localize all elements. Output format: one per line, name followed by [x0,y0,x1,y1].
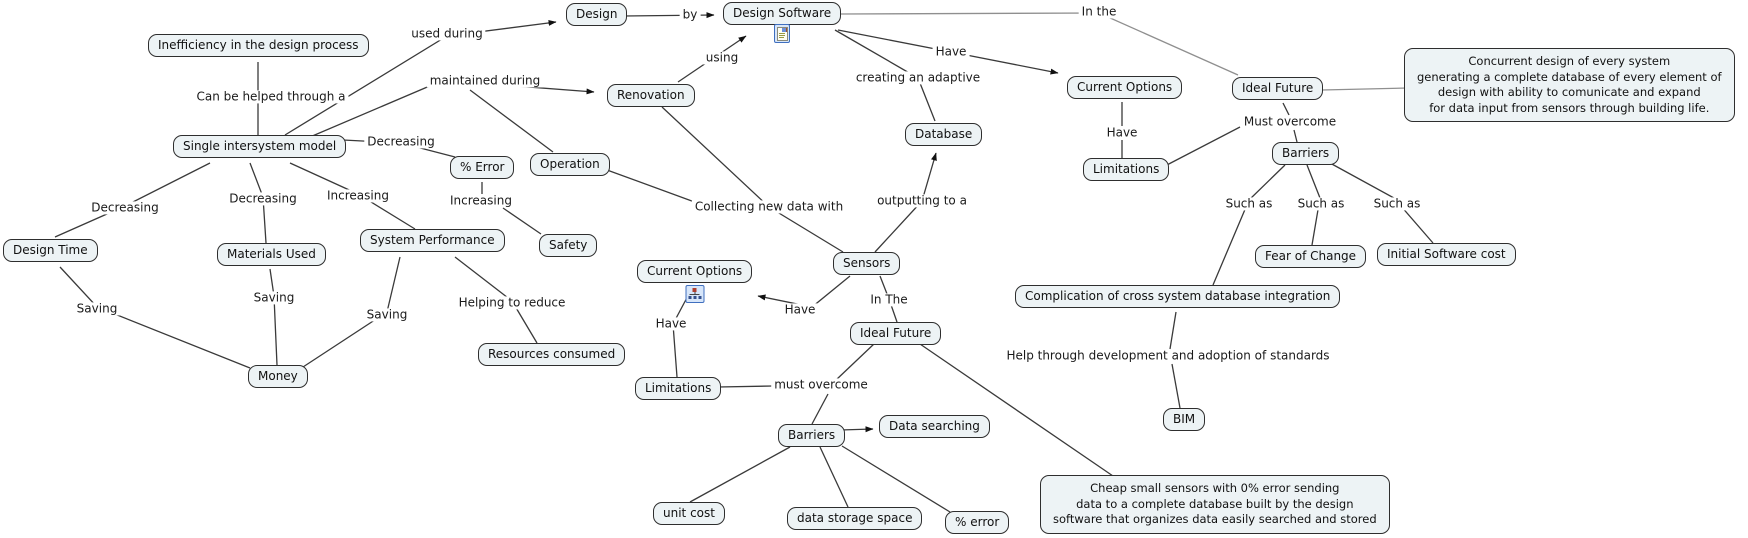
edge-label-such-as-3[interactable]: Such as [1370,197,1424,211]
node-ideal-future-mid[interactable]: Ideal Future [850,322,942,345]
edge-line [606,169,701,205]
edge-line [839,426,874,433]
edge-label-have-design-software[interactable]: Have [932,45,970,59]
node-data-searching[interactable]: Data searching [879,415,990,438]
edge-label-can-be-helped[interactable]: Can be helped through a [193,90,349,104]
node-cheap-sensors-note[interactable]: Cheap small sensors with 0% error sendin… [1040,475,1390,534]
edge-label-saving-mu[interactable]: Saving [250,291,298,305]
node-pct-error-top[interactable]: % Error [450,156,515,179]
edge-line [689,446,791,503]
resource-page-glyph [776,26,788,41]
edge-line [835,342,876,381]
edge-line [672,291,691,378]
node-operation[interactable]: Operation [530,153,610,176]
edge-label-increasing-err[interactable]: Increasing [447,194,515,208]
node-bim[interactable]: BIM [1163,408,1206,431]
edge-line [469,89,554,153]
edge-label-used-during[interactable]: used during [408,27,486,41]
node-materials-used[interactable]: Materials Used [217,243,326,266]
edge-label-in-the-mid[interactable]: In The [867,293,911,307]
node-pct-error-bottom[interactable]: % error [945,511,1010,534]
node-safety[interactable]: Safety [539,234,598,257]
edge-line [1171,363,1181,409]
edge-line [840,12,1239,76]
edge-line [841,445,951,513]
edge-label-maintained-during[interactable]: maintained during [426,74,544,88]
edge-line [502,207,542,235]
node-limitations-mid[interactable]: Limitations [635,377,722,400]
edge-label-outputting[interactable]: outputting to a [874,194,970,208]
edge-line [309,84,433,138]
edge-line [269,268,278,366]
node-design[interactable]: Design [566,3,628,26]
node-money[interactable]: Money [248,365,308,388]
edge-line [1162,126,1241,168]
node-current-options-mid-label: Current Options [647,264,743,278]
node-fear-of-change[interactable]: Fear of Change [1255,245,1367,268]
edge-label-creating-adaptive[interactable]: creating an adaptive [852,71,984,85]
edge-label-helping-reduce[interactable]: Helping to reduce [455,296,569,310]
node-unit-cost[interactable]: unit cost [653,502,725,525]
edge-label-help-standards[interactable]: Help through development and adoption of… [1003,349,1333,363]
edge-label-decreasing-left[interactable]: Decreasing [88,201,162,215]
edge-line [717,385,774,388]
edge-label-using[interactable]: using [702,51,742,65]
edge-line [59,266,251,369]
edge-line [1321,87,1409,91]
node-design-software-label: Design Software [733,6,832,20]
node-barriers-mid[interactable]: Barriers [778,424,846,447]
node-system-performance[interactable]: System Performance [360,229,505,252]
node-database[interactable]: Database [905,123,983,146]
node-sensors[interactable]: Sensors [833,252,901,275]
edge-line [661,106,844,253]
resource-document-icon[interactable] [774,24,791,43]
edge-label-such-as-2[interactable]: Such as [1294,197,1348,211]
edge-label-by[interactable]: by [679,8,701,22]
edge-label-decreasing-mid[interactable]: Decreasing [226,192,300,206]
edge-line [811,393,829,425]
node-design-time[interactable]: Design Time [3,239,98,262]
edge-label-have-current-options-top[interactable]: Have [1103,126,1141,140]
node-inefficiency[interactable]: Inefficiency in the design process [148,34,369,57]
edge-label-saving-dt[interactable]: Saving [73,302,121,316]
hierarchy-tree-icon[interactable] [685,285,705,303]
node-single-intersystem-model[interactable]: Single intersystem model [173,135,347,158]
edge-label-must-overcome-mid[interactable]: must overcome [771,378,871,392]
node-initial-software-cost[interactable]: Initial Software cost [1377,243,1516,266]
edge-line [919,343,1114,477]
edge-label-decreasing-right[interactable]: Decreasing [364,135,438,149]
node-ideal-future-top[interactable]: Ideal Future [1232,77,1324,100]
edge-line [1282,102,1290,116]
node-current-options-mid[interactable]: Current Options [637,260,753,303]
edge-label-increasing-sp[interactable]: Increasing [324,189,392,203]
node-design-software[interactable]: Design Software [723,2,842,43]
edge-label-collecting[interactable]: Collecting new data with [691,200,847,214]
edge-label-such-as-1[interactable]: Such as [1222,197,1276,211]
edge-line [1169,311,1177,350]
edge-label-in-the-top[interactable]: In the [1078,5,1120,19]
edge-line [819,446,849,508]
node-resources-consumed[interactable]: Resources consumed [478,343,626,366]
edge-label-have-sensors[interactable]: Have [781,303,819,317]
edge-label-must-overcome-top[interactable]: Must overcome [1240,115,1340,129]
edge-label-saving-sp[interactable]: Saving [363,308,411,322]
edge-label-have-current-options-mid[interactable]: Have [652,317,690,331]
node-barriers-top[interactable]: Barriers [1272,142,1340,165]
node-complication[interactable]: Complication of cross system database in… [1015,285,1341,308]
node-concurrent-design-note[interactable]: Concurrent design of every system genera… [1404,48,1735,123]
edge-line [1293,129,1298,143]
node-limitations-top[interactable]: Limitations [1083,158,1170,181]
node-renovation[interactable]: Renovation [607,84,695,107]
node-data-storage-space[interactable]: data storage space [787,507,923,530]
node-current-options-top[interactable]: Current Options [1067,76,1183,99]
